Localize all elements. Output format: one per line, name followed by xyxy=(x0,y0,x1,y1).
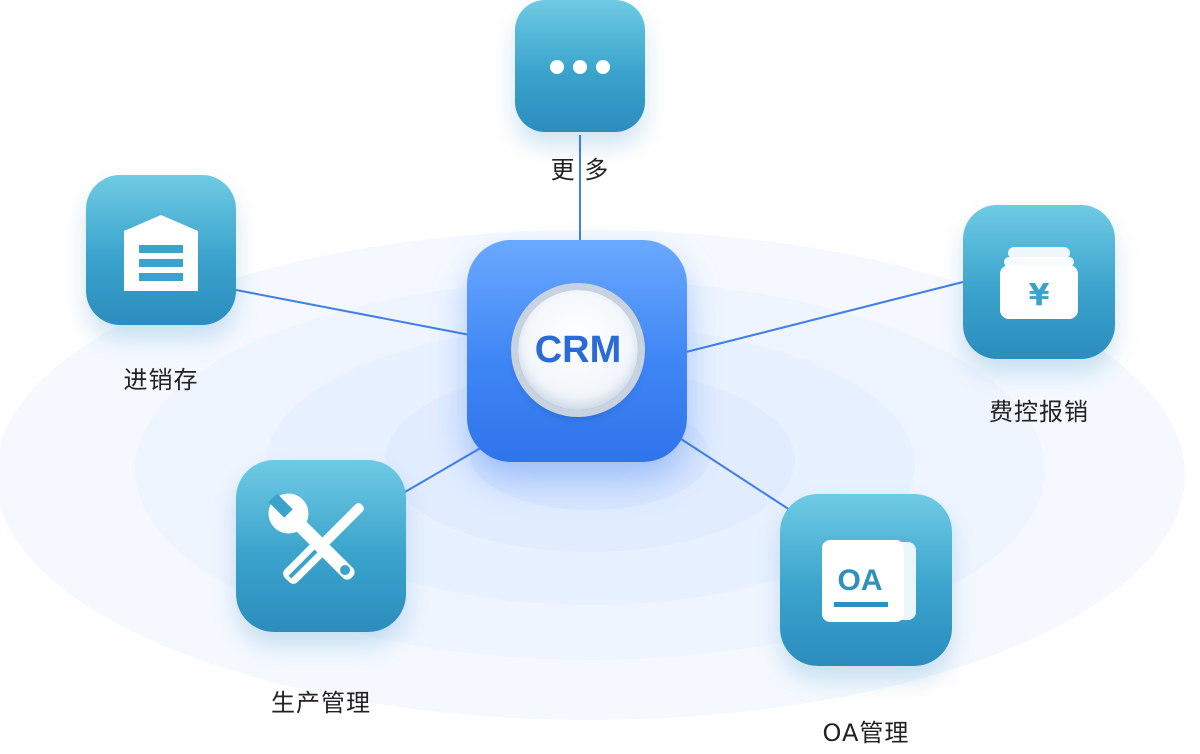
svg-text:¥: ¥ xyxy=(1029,278,1050,313)
oa-label: OA管理 xyxy=(822,719,910,747)
oa-module-tile[interactable]: OA xyxy=(780,494,952,666)
money-bag-icon: ¥ xyxy=(1000,247,1078,319)
expense-label: 费控报销 xyxy=(989,398,1089,426)
production-label: 生产管理 xyxy=(271,689,371,717)
connector-production xyxy=(404,445,485,493)
connector-expense xyxy=(685,281,964,353)
tools-icon xyxy=(268,493,364,584)
oa-icon-text: OA xyxy=(838,564,883,597)
warehouse-icon xyxy=(124,215,198,291)
crm-center-tile[interactable]: CRM xyxy=(467,240,687,462)
inventory-label: 进销存 xyxy=(123,366,199,394)
connector-oa xyxy=(677,436,791,511)
inventory-module-tile[interactable] xyxy=(86,175,236,325)
expense-module-tile[interactable]: ¥ xyxy=(963,205,1115,359)
more-label: 更 多 xyxy=(550,156,610,184)
crm-badge: CRM xyxy=(518,290,638,410)
more-dots-icon xyxy=(550,60,610,74)
production-module-tile[interactable] xyxy=(236,460,406,632)
connector-inventory xyxy=(235,289,471,336)
crm-label: CRM xyxy=(534,329,622,371)
oa-document-icon: OA xyxy=(822,540,916,622)
more-module-tile[interactable] xyxy=(515,0,645,132)
